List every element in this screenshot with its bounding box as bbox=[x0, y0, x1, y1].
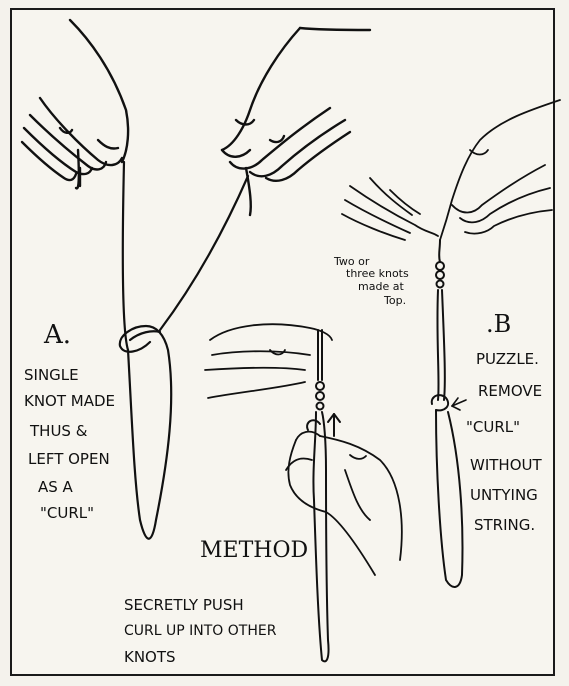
panel-b-letter: .B bbox=[486, 312, 511, 336]
method-caption-line: Secretly Push bbox=[124, 598, 244, 613]
panel-b-caption-line: untying bbox=[470, 488, 538, 503]
panel-a-caption-line: left open bbox=[28, 452, 110, 467]
panel-b-note-line: made at bbox=[358, 281, 404, 292]
arrow-up-icon bbox=[328, 414, 340, 436]
hand-method-top-icon bbox=[205, 324, 332, 398]
panel-b-note-line: three knots bbox=[346, 268, 409, 279]
string-method bbox=[307, 330, 328, 661]
arrow-left-icon bbox=[452, 398, 466, 410]
panel-b-caption-line: Remove bbox=[478, 384, 542, 399]
hand-b-left-icon bbox=[342, 178, 438, 240]
panel-b-note-line: Top. bbox=[384, 295, 406, 306]
panel-a-letter: A. bbox=[44, 322, 71, 348]
panel-a-caption-line: Single bbox=[24, 368, 79, 383]
method-caption-line: curl up into other bbox=[124, 624, 276, 638]
hand-b-right-icon bbox=[440, 100, 560, 240]
panel-a-caption-line: Knot made bbox=[24, 394, 115, 409]
method-caption-line: knots bbox=[124, 650, 176, 665]
panel-a-caption-line: as a bbox=[38, 480, 73, 495]
panel-b-caption-line: Puzzle. bbox=[476, 352, 539, 367]
panel-a-caption-line: "Curl" bbox=[40, 506, 94, 521]
method-heading: Method bbox=[200, 540, 308, 562]
string-b bbox=[432, 240, 463, 587]
panel-b-caption-line: string. bbox=[474, 518, 535, 533]
panel-b-caption-line: "Curl" bbox=[466, 420, 520, 435]
panel-b-note-line: Two or bbox=[334, 256, 369, 267]
panel-a-caption-line: thus & bbox=[30, 424, 87, 439]
string-a bbox=[120, 162, 248, 539]
panel-b-caption-line: without bbox=[470, 458, 542, 473]
hand-left-icon bbox=[22, 20, 128, 188]
